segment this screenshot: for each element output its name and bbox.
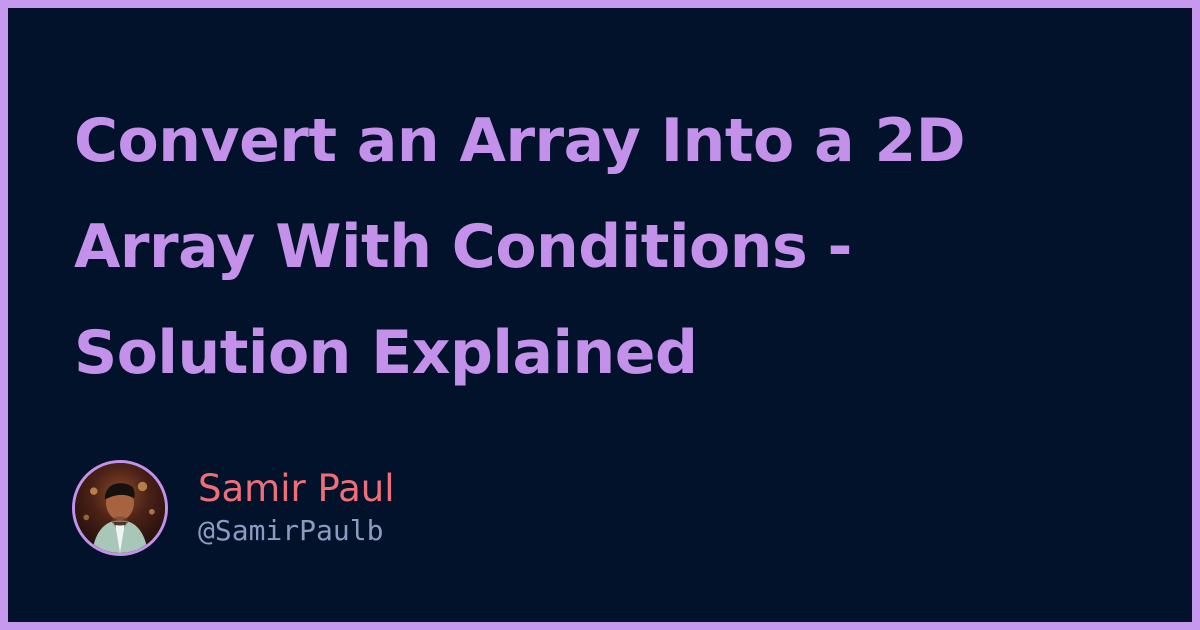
author-block: Samir Paul @SamirPaulb	[72, 458, 395, 558]
title-line-3: Solution Explained	[74, 318, 698, 388]
author-name: Samir Paul	[198, 467, 395, 510]
social-card: Convert an Array Into a 2D Array With Co…	[8, 8, 1192, 622]
title-line-2: Array With Conditions -	[74, 212, 852, 282]
article-title: Convert an Array Into a 2D Array With Co…	[74, 88, 1154, 406]
author-handle: @SamirPaulb	[198, 514, 384, 547]
avatar	[72, 460, 168, 556]
title-line-1: Convert an Array Into a 2D	[74, 106, 966, 176]
author-text: Samir Paul @SamirPaulb	[198, 467, 395, 549]
